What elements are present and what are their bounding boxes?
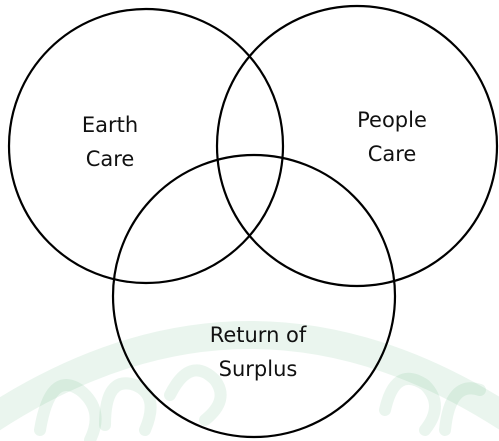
label-return-of-surplus-line-1: Return of xyxy=(209,323,307,347)
label-people-care-line-2: Care xyxy=(367,142,417,166)
label-people-care-line-1: People xyxy=(357,108,427,132)
circle-return-of-surplus xyxy=(111,153,397,439)
circle-earth-care xyxy=(7,7,285,285)
label-earth-care-line-1: Earth xyxy=(81,113,139,137)
label-return-of-surplus-line-2: Surplus xyxy=(218,357,298,381)
label-earth-care: Earth Care xyxy=(60,108,160,176)
label-return-of-surplus: Return of Surplus xyxy=(183,318,333,386)
label-earth-care-line-2: Care xyxy=(85,147,135,171)
circle-people-care xyxy=(215,4,499,288)
label-people-care: People Care xyxy=(334,103,450,171)
